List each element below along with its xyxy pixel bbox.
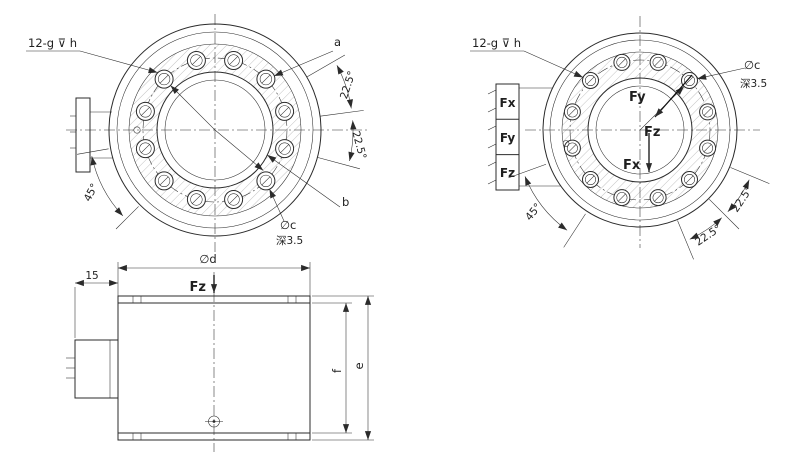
force-label-fz: Fz (190, 280, 206, 295)
radius-arrow (214, 129, 264, 171)
angle-dim-arc (524, 176, 568, 231)
force-label-fy: Fy (629, 90, 646, 105)
bolt-hole (275, 101, 295, 121)
thread-depth-callout: 12-g ⊽ h (28, 36, 77, 50)
leader-line (269, 188, 285, 222)
connector-elevation (66, 339, 119, 399)
bolt-hole (699, 139, 717, 157)
leader-line (523, 50, 584, 78)
pin-hole (562, 140, 570, 147)
angle-dim-22-5-b: 22.5° (693, 223, 723, 249)
bolt-hole (699, 103, 717, 121)
bore-depth-label: 深3.5 (276, 235, 303, 247)
dia-d-label: ∅d (199, 252, 216, 266)
dim-f-label: f (330, 368, 344, 373)
angle-dim-arc (727, 179, 750, 212)
angle-dim-arc (90, 156, 124, 217)
force-label-fx: Fx (623, 158, 641, 173)
bolt-hole (681, 72, 698, 89)
bolt-hole (224, 51, 244, 70)
angle-dim-arc (348, 120, 357, 162)
bolt-hole (681, 171, 698, 188)
bolt-hole (135, 101, 155, 121)
leader-line (697, 67, 746, 80)
label-a: a (334, 35, 341, 49)
angle-dim-22-5-a: 22.5° (730, 184, 756, 214)
bore-dia-label: ∅c (744, 58, 760, 72)
channel-label-fy: Fy (500, 131, 516, 145)
label-b: b (342, 195, 349, 209)
leader-line (267, 154, 341, 208)
connector-side: Fx Fy Fz (487, 83, 561, 191)
angle-dim-arc (689, 217, 722, 240)
bolt-hole (563, 139, 581, 157)
angle-dim-45: 45° (523, 201, 544, 223)
bolt-hole (186, 51, 206, 70)
bolt-hole (275, 139, 295, 159)
axes-view: Fx Fy Fz 12-g ⊽ h ∅c 深3.5 Fy Fz Fx 45° (470, 16, 770, 260)
thread-depth-callout: 12-g ⊽ h (472, 36, 521, 50)
bolt-hole (186, 190, 206, 209)
front-view: 12-g ⊽ h a b ∅c 深3.5 22.5° 22.5° 45° (26, 14, 368, 252)
bore-depth-label: 深3.5 (740, 78, 767, 90)
connector-front (70, 97, 113, 173)
bore-dia-label: ∅c (280, 218, 296, 232)
bolt-hole (154, 69, 174, 89)
leader-line (273, 50, 334, 77)
bolt-hole (582, 72, 599, 89)
bolt-hole (224, 190, 244, 209)
radius-arrow (170, 85, 216, 131)
bolt-hole (649, 53, 667, 71)
dim-e-label: e (352, 362, 366, 369)
angle-dim-45: 45° (82, 182, 101, 204)
channel-label-fz: Fz (500, 166, 515, 180)
bolt-hole (135, 139, 155, 159)
force-arrow-fy (654, 74, 693, 118)
force-label-fz: Fz (644, 125, 660, 140)
bolt-hole (613, 189, 631, 207)
dim-15-label: 15 (85, 270, 98, 282)
bolt-hole (582, 171, 599, 188)
bolt-hole (649, 189, 667, 207)
bolt-hole (256, 69, 276, 89)
leader-line (79, 50, 158, 74)
bolt-hole (256, 171, 276, 191)
channel-label-fx: Fx (500, 96, 516, 110)
bolt-hole (613, 53, 631, 71)
side-view: ∅d Fz 15 f e (66, 252, 374, 452)
angle-dim-arc (336, 65, 353, 109)
bolt-hole (563, 103, 581, 121)
bolt-hole (154, 171, 174, 191)
